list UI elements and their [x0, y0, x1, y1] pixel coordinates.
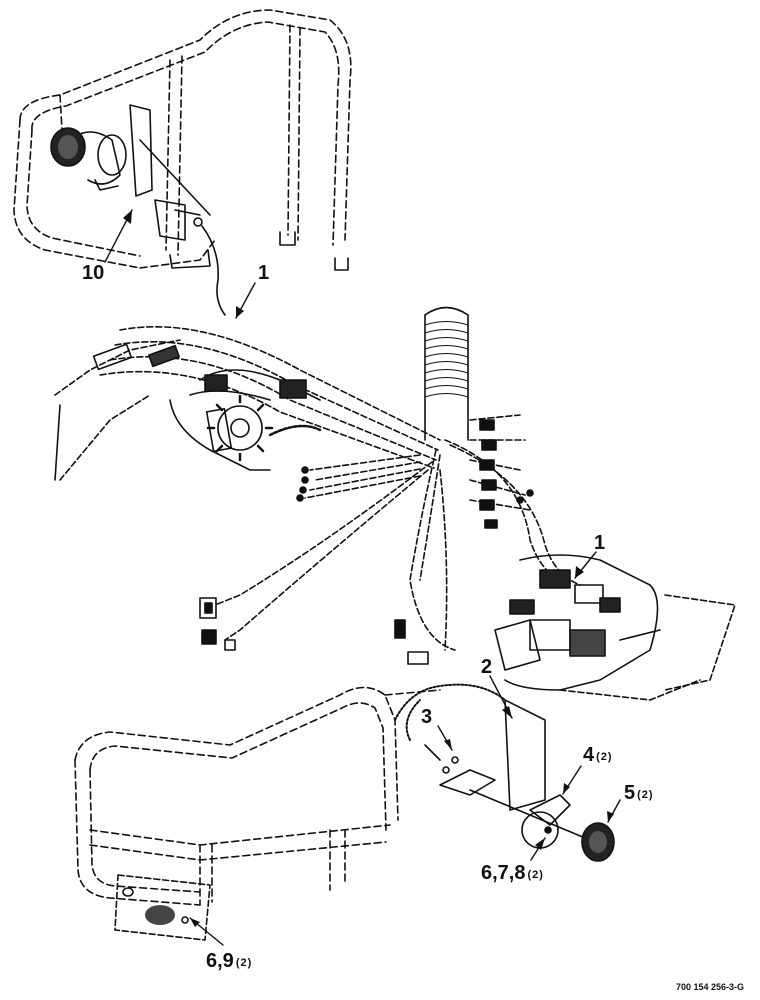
callout-1-right: 1: [594, 532, 605, 555]
wire-harness: [99, 325, 581, 651]
callout-3: 3: [421, 706, 432, 729]
callout-1-right-number: 1: [594, 532, 606, 554]
lower-mount-plate: [114, 874, 211, 941]
callout-10: 10: [82, 262, 104, 285]
callout-5: 5(2): [624, 782, 654, 805]
callout-2: 2: [481, 656, 492, 679]
upper-guard-frame: [13, 9, 352, 269]
callout-4-number: 4: [583, 744, 595, 766]
callout-4-quantity: (2): [596, 750, 613, 763]
callout-1-top-number: 1: [258, 262, 270, 284]
callout-6-7-8-number: 6,7,8: [481, 862, 526, 884]
callout-6-9: 6,9(2): [206, 950, 252, 973]
callout-6-7-8-quantity: (2): [527, 868, 544, 881]
lower-guard-frame: [74, 686, 441, 906]
central-tube: [424, 306, 469, 441]
callout-3-number: 3: [421, 706, 433, 728]
callout-1-top: 1: [258, 262, 269, 285]
callout-2-number: 2: [481, 656, 493, 678]
figure-code: 700 154 256-3-G: [675, 982, 744, 992]
callout-4: 4(2): [583, 744, 613, 767]
harness-connectors: [199, 419, 534, 665]
callout-6-7-8: 6,7,8(2): [481, 862, 544, 885]
callout-5-quantity: (2): [637, 788, 654, 801]
upper-frame-tabs: [169, 231, 349, 271]
lower-lamp-assembly: [394, 683, 615, 862]
callout-10-number: 10: [82, 262, 105, 284]
callout-6-9-number: 6,9: [206, 950, 234, 972]
left-machinery: [54, 339, 322, 481]
upper-lamp-assembly: [50, 104, 226, 316]
callout-5-number: 5: [624, 782, 636, 804]
leader-arrowheads: [123, 210, 614, 927]
right-machinery: [494, 554, 736, 701]
callout-6-9-quantity: (2): [235, 956, 253, 969]
